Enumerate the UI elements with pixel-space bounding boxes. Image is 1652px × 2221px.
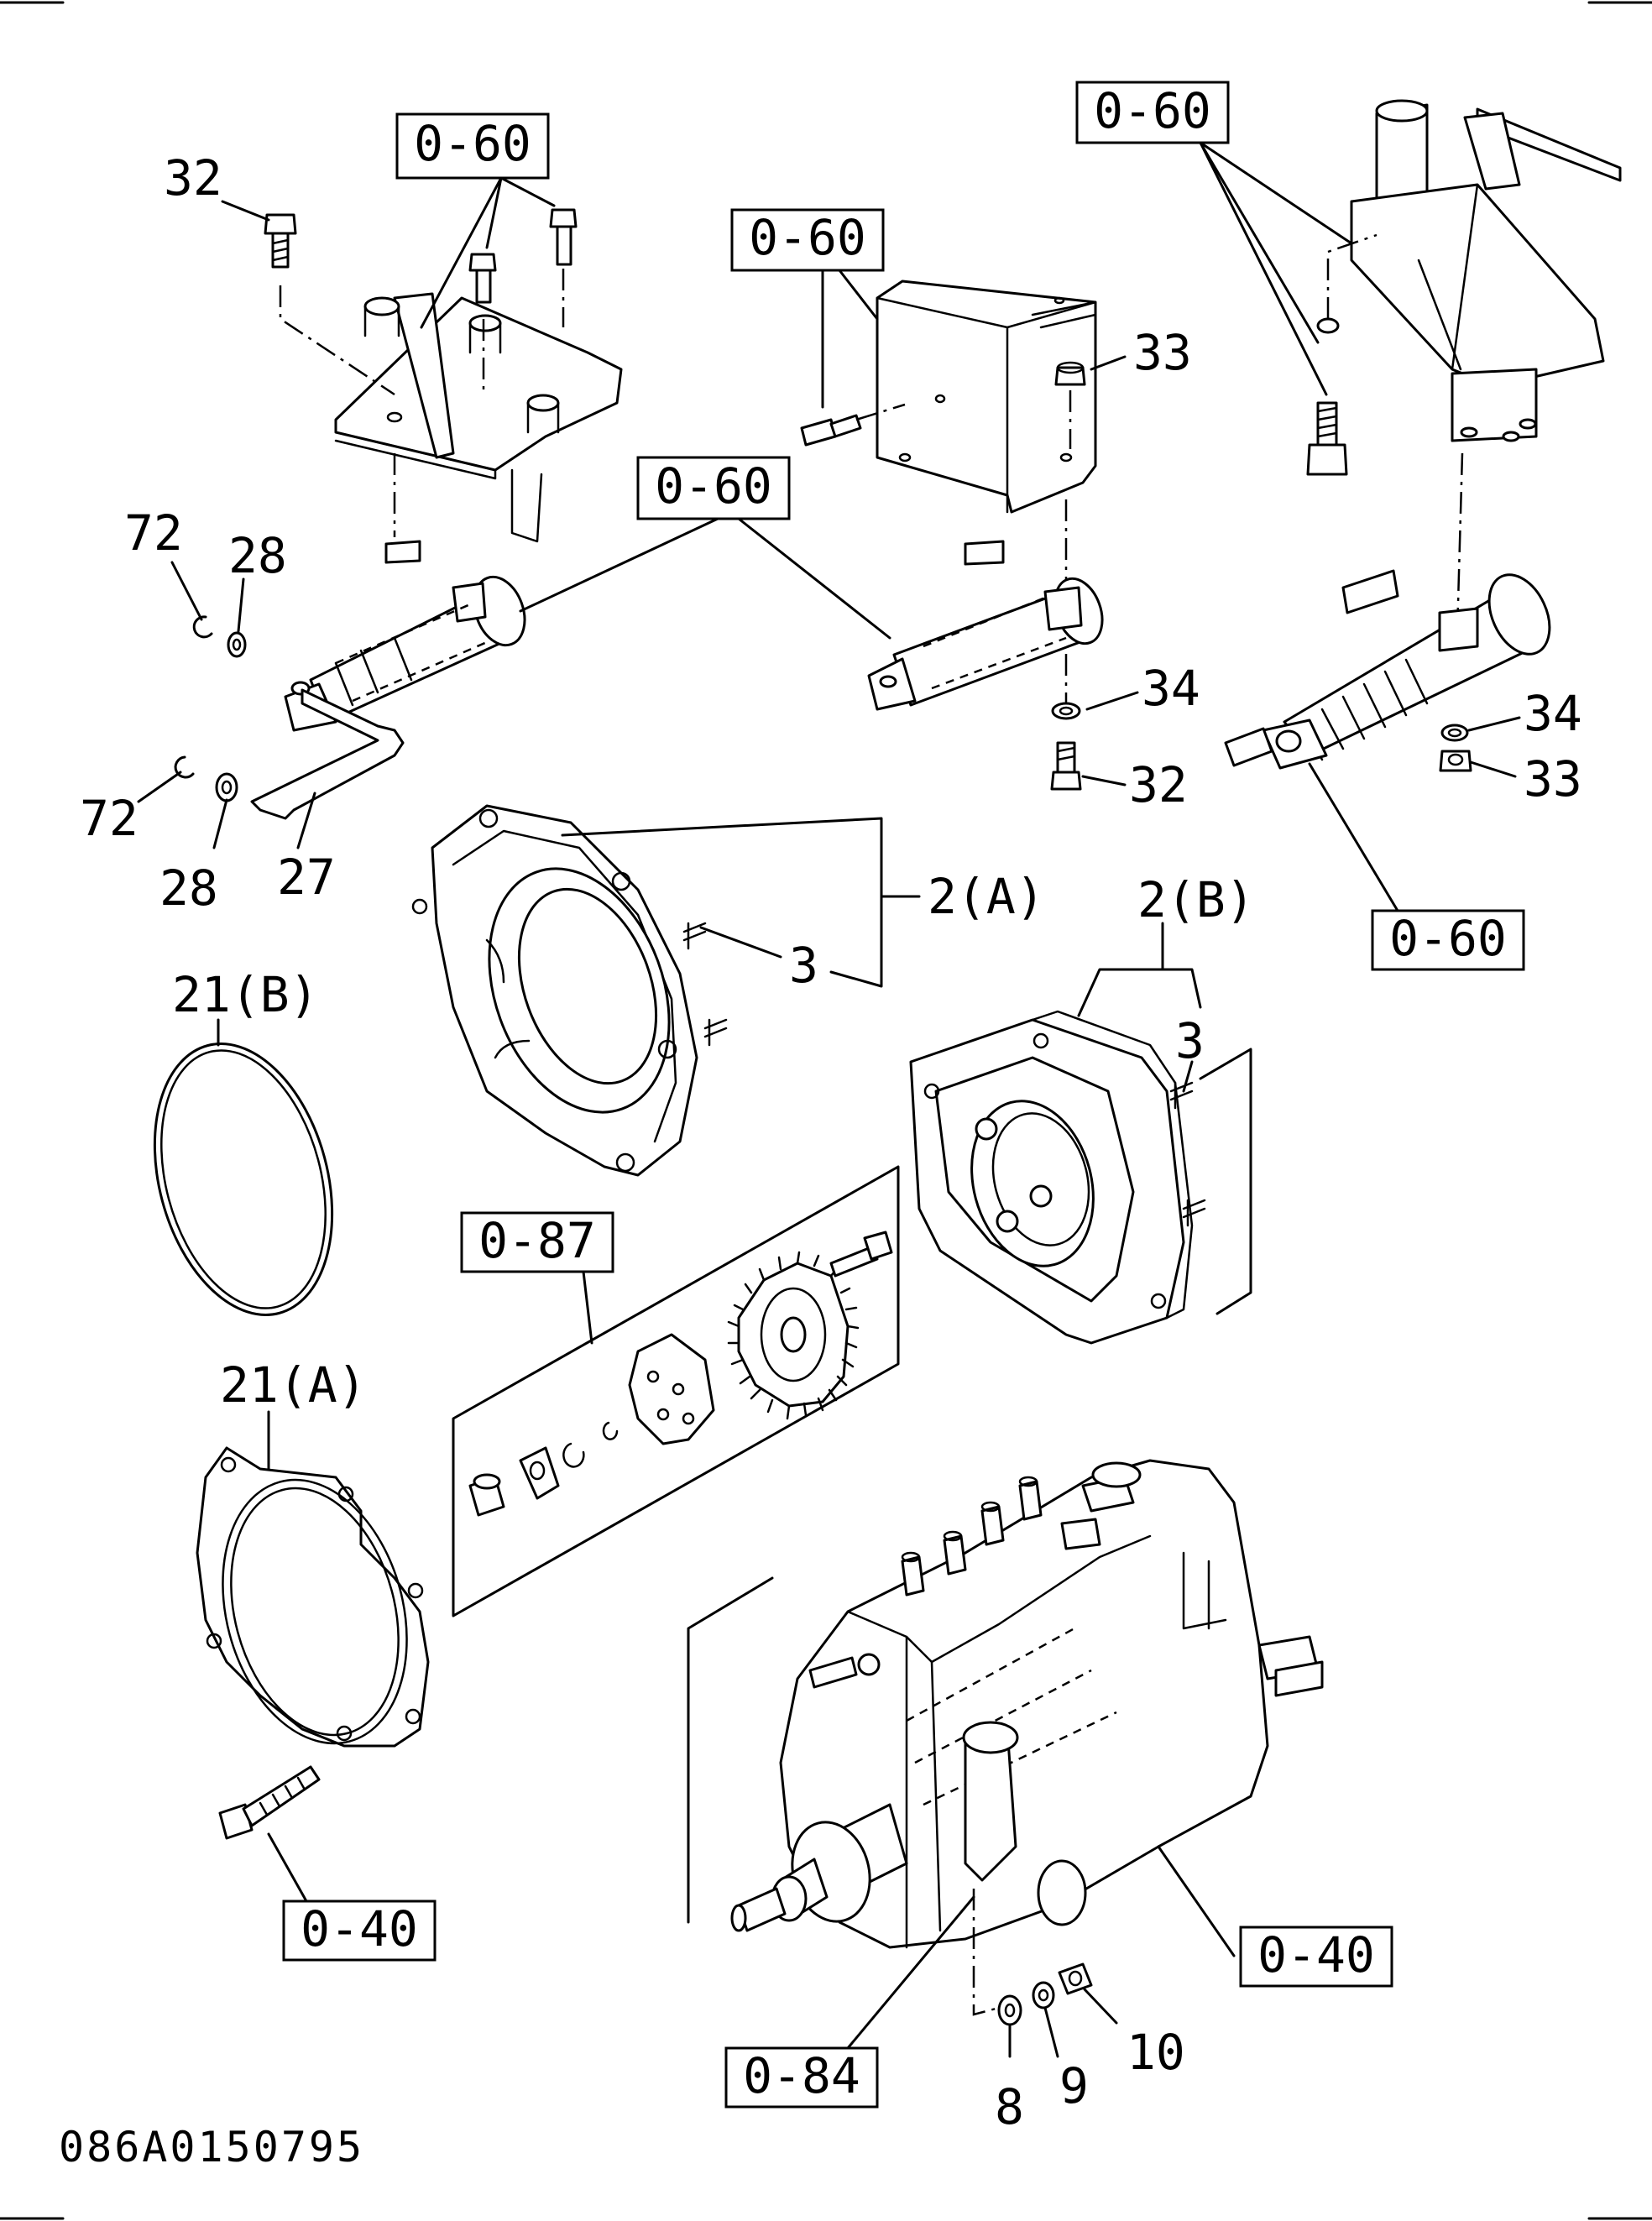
cover-2a [411,804,698,1177]
bolt-0-40-lower-left [218,1765,321,1840]
bracket-right [1350,99,1622,442]
cover-2b [909,1010,1194,1345]
part-8: 8 [995,2078,1024,2135]
ref-label: 0-60 [1094,82,1211,139]
bracket-line-pump-left [687,1576,774,1924]
bolt-32-middle [1050,741,1082,791]
o-ring-21b [153,1043,334,1316]
washer-34-middle [1051,702,1081,720]
washer-28-lower [215,772,238,802]
part-28-lower: 28 [159,860,218,917]
ref-box-8: 0-40 [1239,1926,1393,1988]
ref-label: 0-40 [301,1900,418,1957]
washer-right-upper [1316,317,1340,334]
gear-kit-parts [468,1231,893,1517]
bolt-right-upper [1306,401,1348,476]
ref-label: 0-87 [478,1212,596,1269]
bolt-32-left [264,213,297,269]
drive-shaft [730,1803,908,1932]
bracket-left [334,292,623,543]
part-21a: 21(A) [220,1356,367,1414]
rod-27 [250,688,405,820]
washer-9 [1032,1981,1055,2009]
ref-box-9: 0-84 [724,2046,879,2109]
stud-3b [1169,1081,1206,1227]
part-3b: 3 [1175,1012,1205,1069]
washer-28-upper [227,631,247,658]
solenoid-middle [867,540,1104,711]
part-32-middle: 32 [1129,756,1188,813]
gear-kit-box [452,1165,900,1617]
part-72-upper: 72 [124,504,183,562]
ref-label: 0-60 [414,115,531,172]
nut-33-right [1439,750,1472,772]
ref-box-2: 0-60 [730,208,885,272]
ref-box-6: 0-87 [460,1211,614,1273]
ref-box-4: 0-60 [636,456,791,520]
ref-box-5: 0-60 [1371,909,1525,971]
nut-10 [1058,1962,1093,1995]
clip-72-upper [192,615,213,639]
part-labels: 32 72 28 72 28 27 33 34 32 34 33 2(A) 3 … [80,149,1582,2135]
part-34-right: 34 [1524,685,1582,742]
clip-72-lower [174,755,195,779]
ref-label: 0-40 [1257,1926,1375,1983]
bolt-middle [800,414,862,447]
ref-label: 0-60 [1389,910,1507,967]
part-2b: 2(B) [1137,871,1255,928]
figure-id: 086A0150795 [59,2123,364,2171]
part-33-right: 33 [1524,750,1582,807]
ref-label: 0-60 [749,209,866,266]
part-32-left: 32 [164,149,222,206]
solenoid-right [1224,569,1551,770]
ref-label: 0-84 [743,2047,860,2104]
part-34-middle: 34 [1142,660,1200,717]
gasket-21a [196,1446,430,1748]
ref-box-1: 0-60 [395,112,550,180]
washer-34-right [1440,724,1469,742]
part-72-lower: 72 [80,790,139,847]
nut-33-middle [1054,361,1086,386]
stud-3a [682,922,728,1047]
part-2a: 2(A) [928,868,1045,925]
part-21b: 21(B) [172,966,319,1023]
ref-box-3: 0-60 [1075,81,1230,144]
bolts-upper [468,208,578,304]
leader-lines [137,141,1521,2058]
ref-label: 0-60 [655,457,772,515]
part-9: 9 [1059,2057,1089,2114]
part-33-middle: 33 [1133,324,1192,381]
part-28-upper: 28 [228,527,287,584]
ref-box-7: 0-40 [282,1900,437,1962]
bracket-middle [876,280,1097,514]
injection-pump [779,1459,1324,1949]
part-3a: 3 [789,937,818,994]
part-10: 10 [1127,2024,1185,2081]
delivery-valves [901,1476,1043,1597]
washer-8 [997,1994,1022,2026]
bracket-line-2b [1199,1048,1252,1315]
part-27: 27 [277,849,336,906]
